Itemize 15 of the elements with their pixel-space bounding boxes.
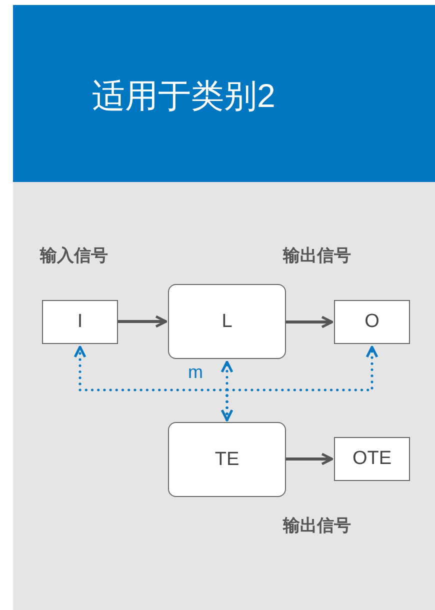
process-box: OTE [334,437,410,481]
rounded-box: TE [168,422,286,497]
signal-label: 输入信号 [40,245,108,267]
process-box: O [334,300,410,344]
process-box: I [42,300,118,344]
dotted-arrow [220,360,234,422]
arrow [286,316,334,328]
dotted-arrow [226,346,378,422]
signal-label: 输出信号 [283,515,351,537]
arrow [286,452,334,466]
signal-label: m [188,362,203,383]
arrow [118,315,168,328]
rounded-box: L [168,284,286,359]
signal-label: 输出信号 [283,245,351,267]
title: 适用于类别2 [92,76,276,116]
